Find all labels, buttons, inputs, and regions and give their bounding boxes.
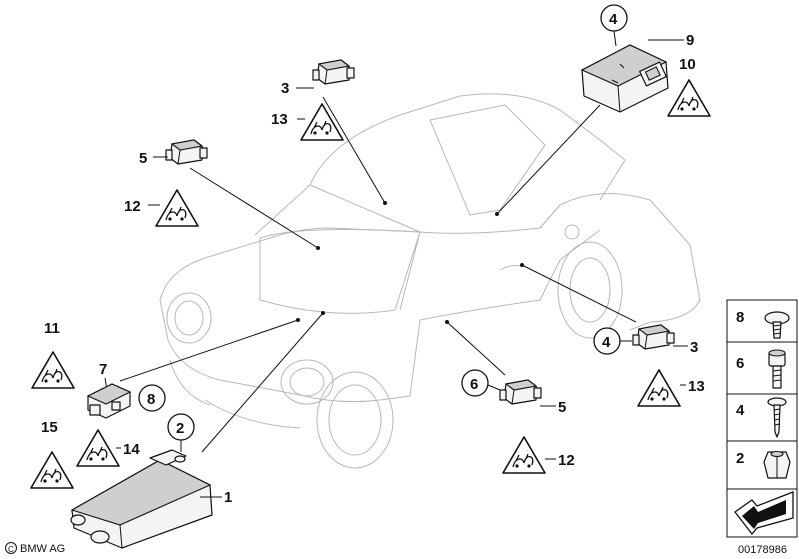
callout-5: 5 bbox=[558, 399, 566, 416]
hex-nut-icon bbox=[763, 450, 791, 479]
warning-triangle-icon bbox=[300, 103, 344, 141]
callout-14: 14 bbox=[123, 441, 140, 458]
self-tapping-screw-icon bbox=[767, 397, 787, 438]
hardware-label: 2 bbox=[736, 450, 744, 467]
warning-triangle-icon bbox=[31, 351, 75, 389]
hardware-label: 6 bbox=[736, 355, 744, 372]
hardware-label: 4 bbox=[736, 402, 745, 419]
callout-circle bbox=[138, 384, 166, 412]
brand-label: BMW AG bbox=[20, 543, 65, 555]
warning-triangle-icon bbox=[502, 436, 546, 474]
callout-1: 1 bbox=[224, 489, 232, 506]
callout-4: 4 bbox=[602, 334, 611, 351]
connector-module bbox=[86, 383, 132, 419]
upfront-sensor-centre bbox=[499, 379, 542, 405]
callout-9: 9 bbox=[686, 32, 694, 49]
callout-7: 7 bbox=[99, 361, 107, 378]
svg-text:C: C bbox=[8, 545, 14, 554]
main-control-unit bbox=[70, 449, 213, 549]
callout-5: 5 bbox=[139, 150, 147, 167]
warning-triangle-icon bbox=[637, 369, 681, 407]
side-sensor-top bbox=[312, 59, 355, 85]
callout-15: 15 bbox=[41, 419, 58, 436]
screw-round-head-icon bbox=[764, 311, 790, 339]
upfront-sensor-left bbox=[165, 139, 208, 165]
callout-3: 3 bbox=[281, 80, 289, 97]
socket-head-bolt-icon bbox=[768, 349, 786, 389]
leader-lines bbox=[119, 96, 637, 453]
control-unit-top bbox=[580, 44, 669, 113]
hardware-panel: 8 6 4 2 bbox=[726, 299, 798, 538]
callout-6: 6 bbox=[470, 376, 478, 393]
callout-13: 13 bbox=[688, 378, 705, 395]
callout-12: 12 bbox=[558, 452, 575, 469]
arrow-icon bbox=[734, 491, 794, 536]
callout-4: 4 bbox=[609, 11, 618, 28]
side-sensor-right bbox=[632, 324, 675, 350]
callout-8: 8 bbox=[147, 391, 155, 408]
callout-2: 2 bbox=[176, 420, 184, 437]
warning-triangle-icon bbox=[30, 451, 74, 489]
warning-triangle-icon bbox=[155, 189, 199, 227]
callout-10: 10 bbox=[679, 56, 696, 73]
part-number: 00178986 bbox=[738, 544, 787, 556]
warning-triangle-icon bbox=[76, 429, 120, 467]
car-outline bbox=[159, 93, 701, 469]
hardware-label: 8 bbox=[736, 309, 744, 326]
callout-12: 12 bbox=[124, 198, 141, 215]
callout-13: 13 bbox=[271, 111, 288, 128]
copyright-mark: C bbox=[5, 542, 17, 554]
callout-3: 3 bbox=[690, 339, 698, 356]
callout-circle bbox=[461, 369, 489, 397]
callout-11: 11 bbox=[44, 320, 60, 337]
warning-triangle-icon bbox=[667, 79, 711, 117]
